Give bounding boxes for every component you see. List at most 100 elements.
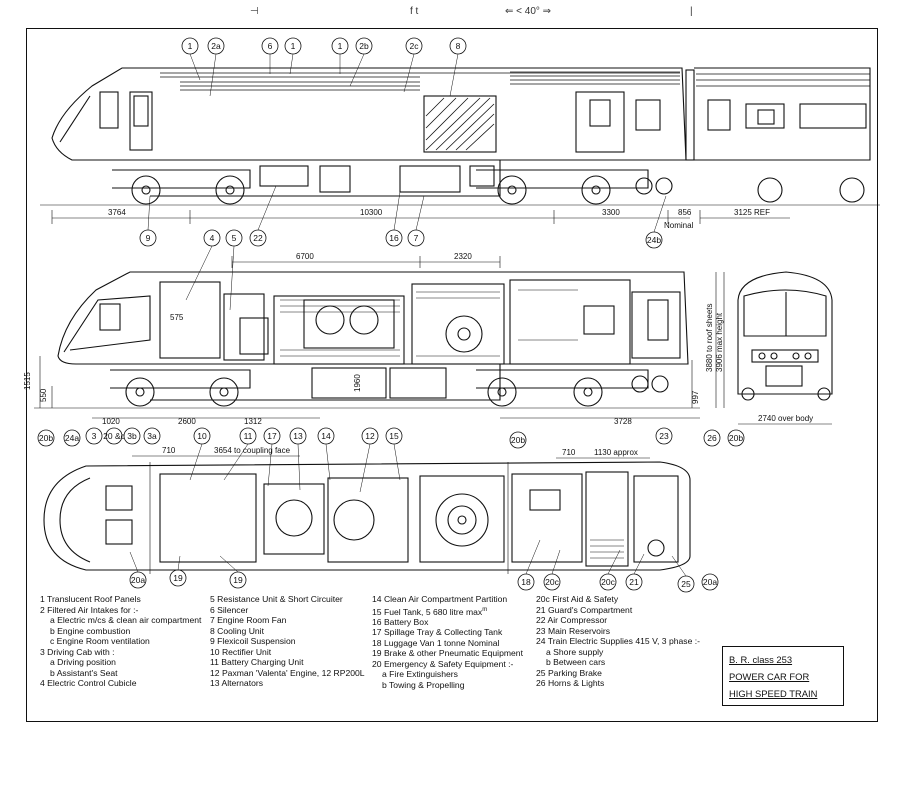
legend-item: b Towing & Propelling [382, 679, 465, 690]
dim-3300: 3300 [602, 208, 620, 217]
dim-10300: 10300 [360, 208, 383, 217]
callout-20c-group: 20 &c [103, 431, 125, 441]
callout-3a: 3a [147, 431, 157, 441]
longitudinal-section [34, 256, 725, 419]
legend-column-2: 5 Resistance Unit & Short Circuiter 6 Si… [210, 594, 365, 689]
callout-22: 22 [253, 233, 263, 243]
legend-item: b Assistant's Seat [50, 667, 118, 678]
callout-20a-right: 20a [703, 577, 717, 587]
legend-item: a Shore supply [546, 646, 604, 657]
callout-1: 1 [188, 41, 193, 51]
callout-18: 18 [521, 577, 531, 587]
callout-7: 7 [414, 233, 419, 243]
sheet-mark-left: ⊣ [250, 6, 259, 17]
legend-item: b Between cars [546, 657, 606, 667]
dimension-labels: 3764 10300 3300 856 3125 REF Nominal 670… [23, 208, 813, 457]
legend-item: 3 Driving Cab with : [40, 646, 115, 657]
legend-item: 24 Train Electric Supplies 415 V, 3 phas… [536, 636, 701, 646]
callout-20c-b: 20c [601, 577, 615, 587]
legend-item: 6 Silencer [210, 604, 249, 615]
end-view [737, 271, 833, 425]
legend-item: 4 Electric Control Cubicle [40, 678, 137, 688]
legend-item: 25 Parking Brake [536, 667, 602, 678]
sheet-mark-angle: ⇐ < 40° ⇒ [505, 6, 552, 17]
callout-2c: 2c [410, 41, 420, 51]
legend-item: b Engine combustion [50, 625, 131, 636]
legend-item: 26 Horns & Lights [536, 678, 605, 688]
callout-8: 8 [456, 41, 461, 51]
dim-1312: 1312 [244, 417, 262, 426]
dim-3880: 3880 to roof sheets [705, 304, 714, 373]
dim-3654: 3654 to coupling face [214, 446, 291, 455]
dim-550: 550 [39, 388, 48, 402]
callout-21: 21 [629, 577, 639, 587]
legend-item: 5 Resistance Unit & Short Circuiter [210, 594, 343, 604]
callout-10: 10 [197, 431, 207, 441]
legend-item: 9 Flexicoil Suspension [210, 636, 296, 646]
legend-item: 11 Battery Charging Unit [210, 657, 304, 667]
callout-19a: 19 [173, 573, 183, 583]
legend-item: 7 Engine Room Fan [210, 615, 287, 625]
dim-575: 575 [170, 313, 184, 322]
legend-item: c Engine Room ventilation [50, 636, 150, 646]
callout-25: 25 [681, 579, 691, 589]
dim-3906: 3906 max height [715, 312, 724, 372]
callout-24b: 24b [647, 235, 661, 245]
dim-nominal: Nominal [664, 221, 694, 230]
callout-23: 23 [659, 431, 669, 441]
callout-circles [37, 37, 745, 593]
legend-item: 20 Emergency & Safety Equipment :- [372, 658, 514, 669]
legend-item: 8 Cooling Unit [210, 625, 264, 636]
callout-11: 11 [244, 431, 253, 441]
legend-item: 14 Clean Air Compartment Partition [372, 594, 508, 604]
callout-14: 14 [321, 431, 331, 441]
callout-20c-a: 20c [545, 577, 559, 587]
plan-view [43, 455, 691, 574]
callout-15: 15 [389, 431, 399, 441]
legend-item: 18 Luggage Van 1 tonne Nominal [372, 637, 500, 648]
legend-column-1: 1 Translucent Roof Panels 2 Filtered Air… [40, 594, 201, 689]
dim-1130: 1130 approx [594, 448, 638, 457]
callout-20b-right: 20b [729, 433, 743, 443]
callout-17: 17 [267, 431, 277, 441]
dim-2600: 2600 [178, 417, 196, 426]
legend-item: 20c First Aid & Safety [536, 594, 619, 604]
legend-item: 19 Brake & other Pneumatic Equipment [372, 648, 523, 659]
dim-710-left: 710 [162, 446, 176, 455]
legend-column-3: 14 Clean Air Compartment Partition 15 Fu… [372, 594, 523, 690]
title-line-2: POWER CAR FOR [729, 671, 810, 682]
legend-item: 2 Filtered Air Intakes for :- [40, 604, 139, 615]
callout-1c: 1 [338, 41, 343, 51]
legend-item-fuel-tank: 15 Fuel Tank, 5 680 litre maxm [372, 605, 523, 617]
callout-24a: 24a [65, 433, 79, 443]
legend-item: 12 Paxman 'Valenta' Engine, 12 RP200L [210, 667, 365, 678]
legend-item: 10 Rectifier Unit [210, 646, 272, 657]
dim-997: 997 [691, 390, 700, 404]
callout-20b-left: 20b [39, 433, 53, 443]
dim-1515: 1515 [23, 372, 32, 390]
drawing-frame [26, 28, 878, 722]
dim-856: 856 [678, 208, 692, 217]
legend-item: 16 Battery Box [372, 616, 429, 627]
callout-16: 16 [389, 233, 399, 243]
dim-3728: 3728 [614, 417, 632, 426]
legend-item: 22 Air Compressor [536, 615, 608, 625]
dim-2740: 2740 over body [758, 414, 813, 423]
callout-20b-mid: 20b [511, 435, 525, 445]
callout-9: 9 [146, 233, 151, 243]
legend-item: a Fire Extinguishers [382, 669, 458, 680]
dim-2320: 2320 [454, 252, 472, 261]
callout-4: 4 [210, 233, 215, 243]
legend-item: a Driving position [50, 657, 116, 667]
title-class: B. R. class 253 [729, 654, 793, 665]
legend-item: 13 Alternators [210, 678, 264, 688]
callout-3: 3 [92, 431, 97, 441]
callout-2b: 2b [359, 41, 369, 51]
callout-5: 5 [232, 233, 237, 243]
legend-item: a Electric m/cs & clean air compartment [50, 615, 202, 625]
callout-20a-left: 20a [131, 575, 145, 585]
title-line-3: HIGH SPEED TRAIN [729, 688, 818, 699]
fuel-tank-superscript: m [482, 606, 488, 613]
